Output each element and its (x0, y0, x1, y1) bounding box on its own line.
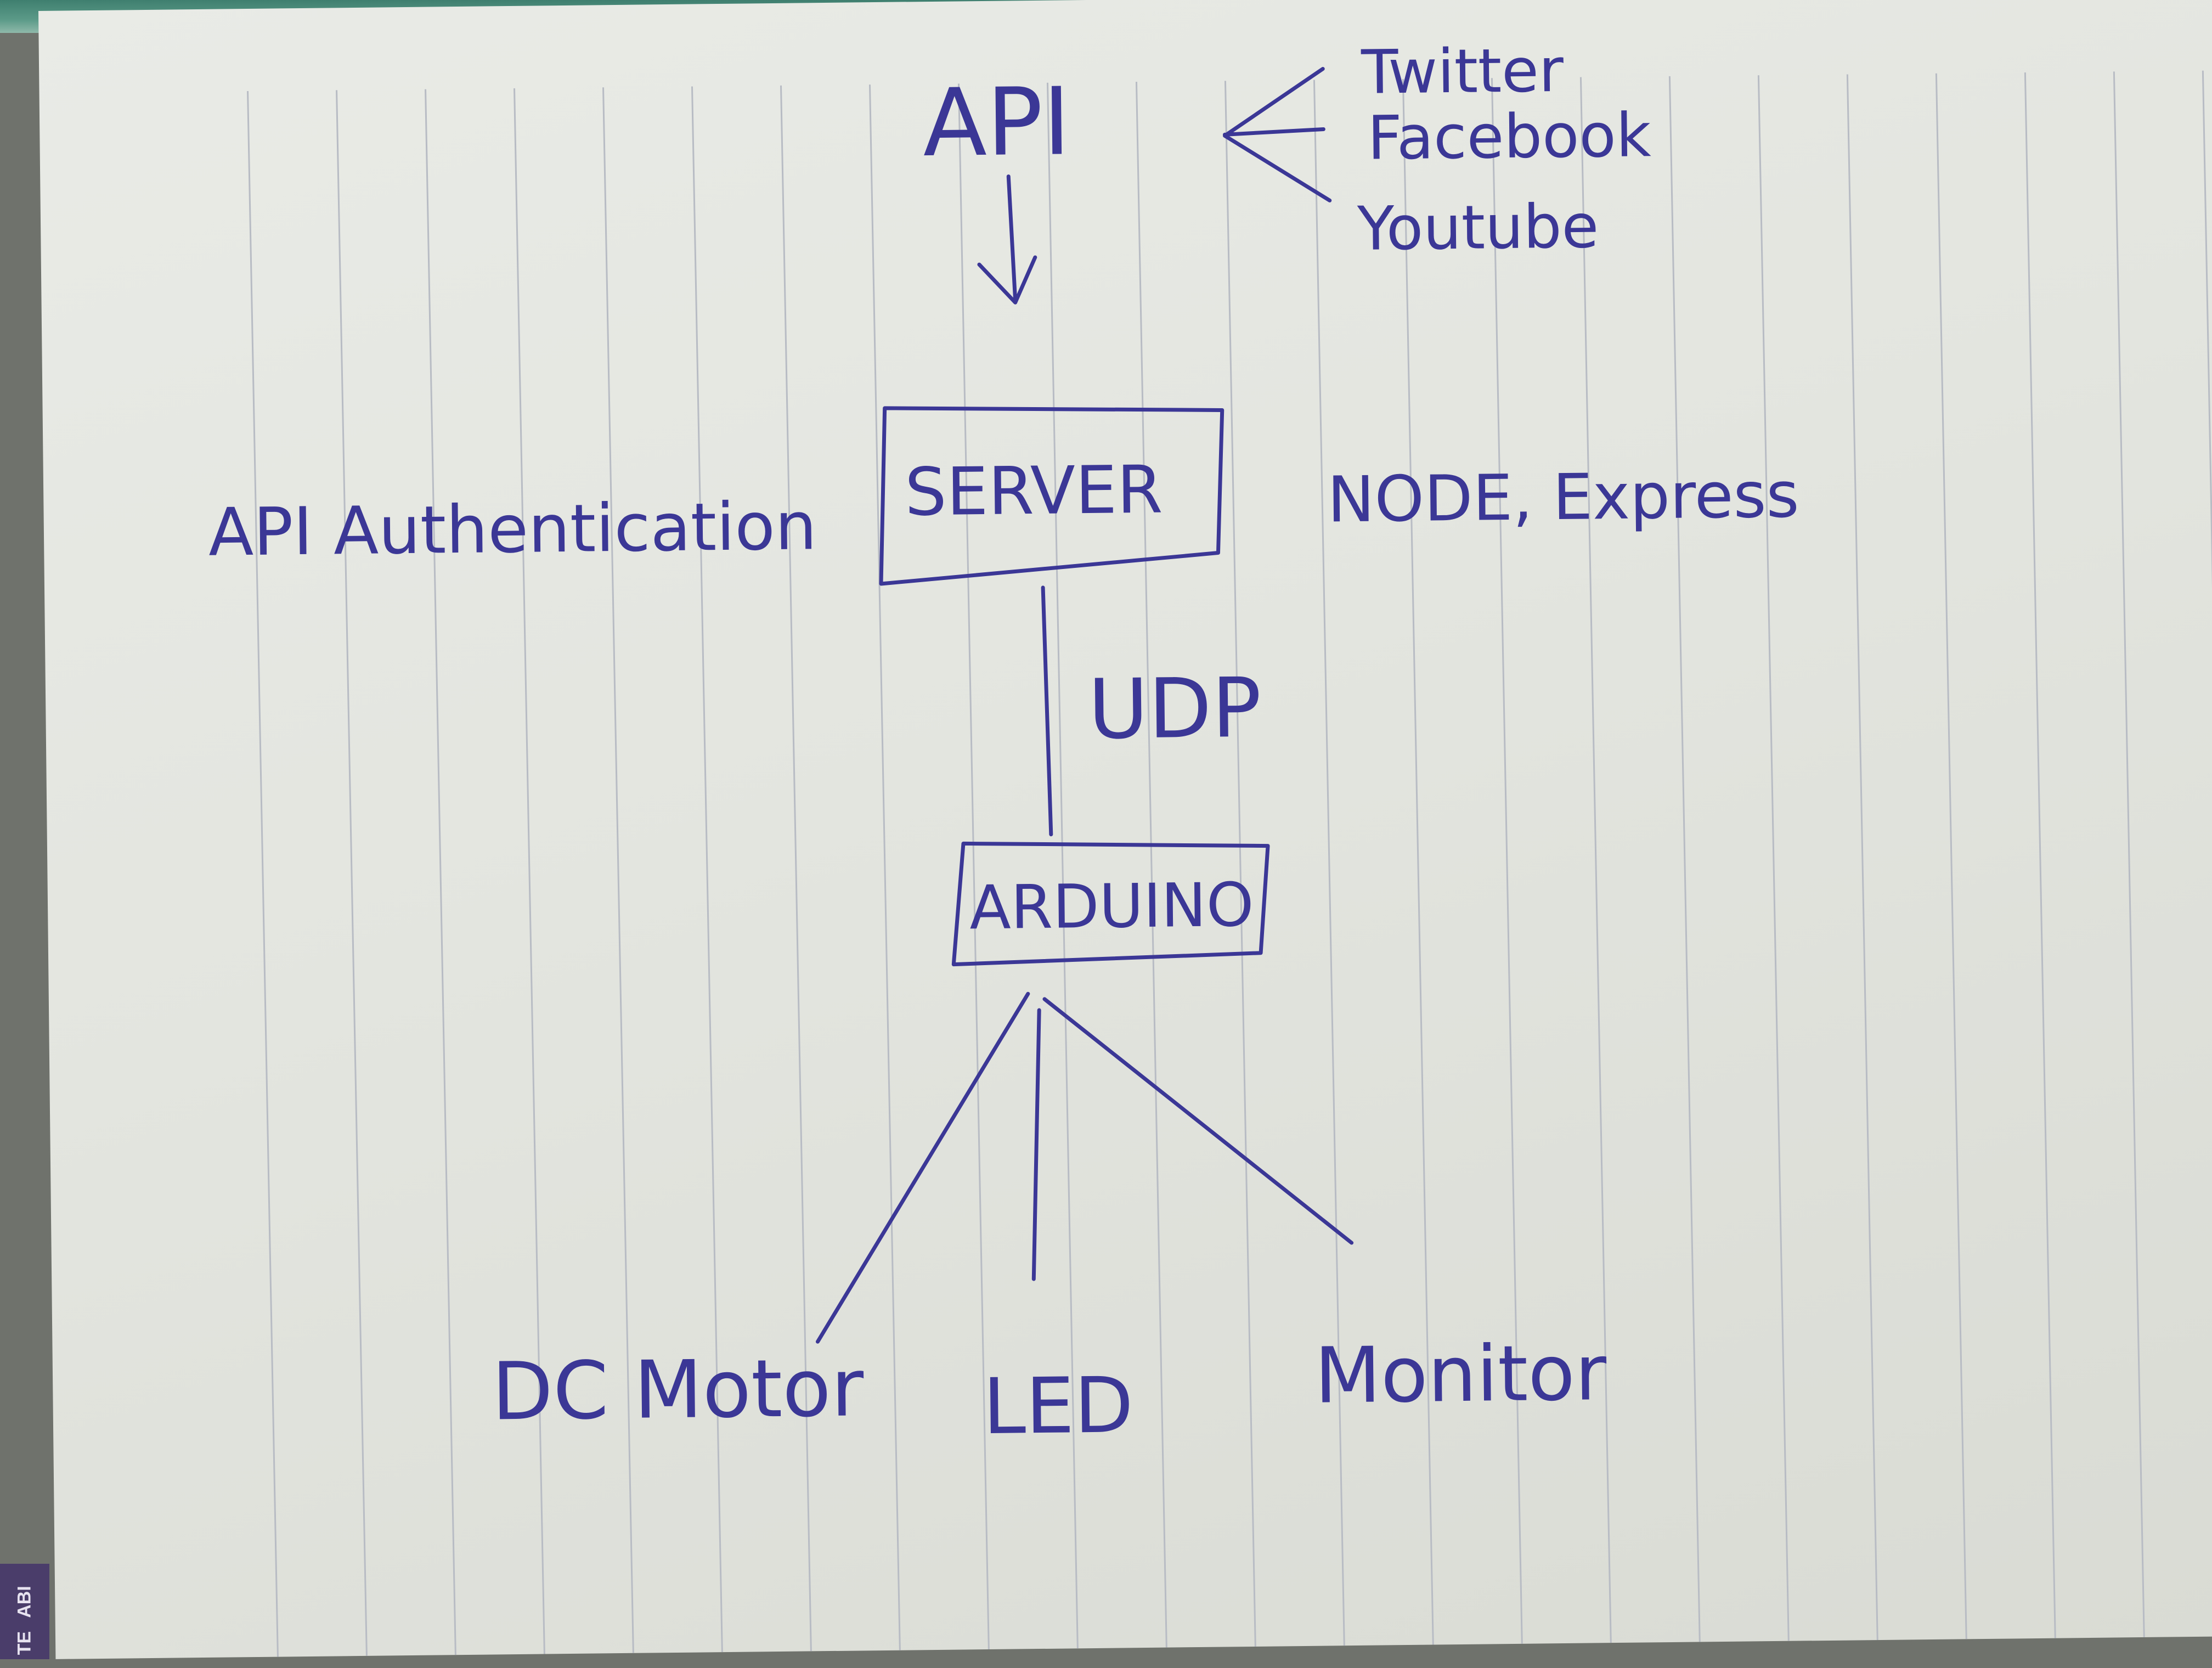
monitor-label: Monitor (1314, 1328, 1607, 1421)
source-youtube: Youtube (1357, 191, 1599, 264)
ruled-line (1668, 76, 1701, 1642)
ruled-line (1046, 82, 1079, 1649)
source-facebook: Facebook (1367, 100, 1651, 173)
api-authentication-note: API Authentication (208, 488, 817, 571)
ruled-lines (247, 70, 2212, 1657)
udp-label: UDP (1088, 661, 1262, 758)
ruled-line (1935, 73, 1967, 1639)
ruled-line (1579, 77, 1612, 1643)
server-to-arduino-link (1041, 585, 1053, 837)
ruled-line (247, 91, 279, 1657)
ruled-line (691, 86, 723, 1653)
hand-drawn-diagram: API SERVER ARDUINO DC Motor LED Monitor … (208, 35, 2212, 1657)
ruled-line (425, 89, 456, 1655)
ruled-line (2202, 70, 2212, 1637)
node-express-note: NODE, Express (1327, 458, 1799, 537)
led-label: LED (983, 1361, 1134, 1452)
ruled-line (957, 83, 990, 1650)
arduino-to-dc-motor-line (815, 991, 1030, 1344)
ruled-line (2024, 72, 2056, 1638)
arduino-box (951, 841, 1270, 967)
ruled-line (1757, 75, 1790, 1641)
ruled-line (1402, 78, 1434, 1645)
server-box (879, 406, 1224, 586)
ruled-line (514, 88, 545, 1654)
ruled-line (1313, 80, 1345, 1646)
spine-text-bottom: TE (14, 1631, 35, 1655)
ruled-line (1224, 81, 1256, 1647)
ruled-line (868, 84, 901, 1650)
ruled-line (602, 87, 634, 1653)
sources-to-api-arrow (1222, 66, 1332, 202)
ruled-line (780, 85, 812, 1652)
ruled-line (1491, 78, 1523, 1644)
source-twitter: Twitter (1361, 35, 1565, 108)
ruled-line (2113, 71, 2145, 1637)
api-label: API (922, 67, 1071, 178)
dc-motor-label: DC Motor (492, 1342, 865, 1438)
ruled-line (336, 90, 368, 1656)
notebook-page: API SERVER ARDUINO DC Motor LED Monitor … (38, 0, 2212, 1659)
ruled-line (1135, 82, 1167, 1648)
arduino-label: ARDUINO (969, 870, 1255, 943)
api-to-server-arrow (977, 174, 1037, 305)
arduino-to-led-line (1031, 1008, 1041, 1281)
notebook-spine (0, 1564, 49, 1659)
server-label: SERVER (905, 452, 1164, 531)
arduino-to-monitor-line (1042, 997, 1354, 1245)
ruled-line (1846, 74, 1878, 1641)
